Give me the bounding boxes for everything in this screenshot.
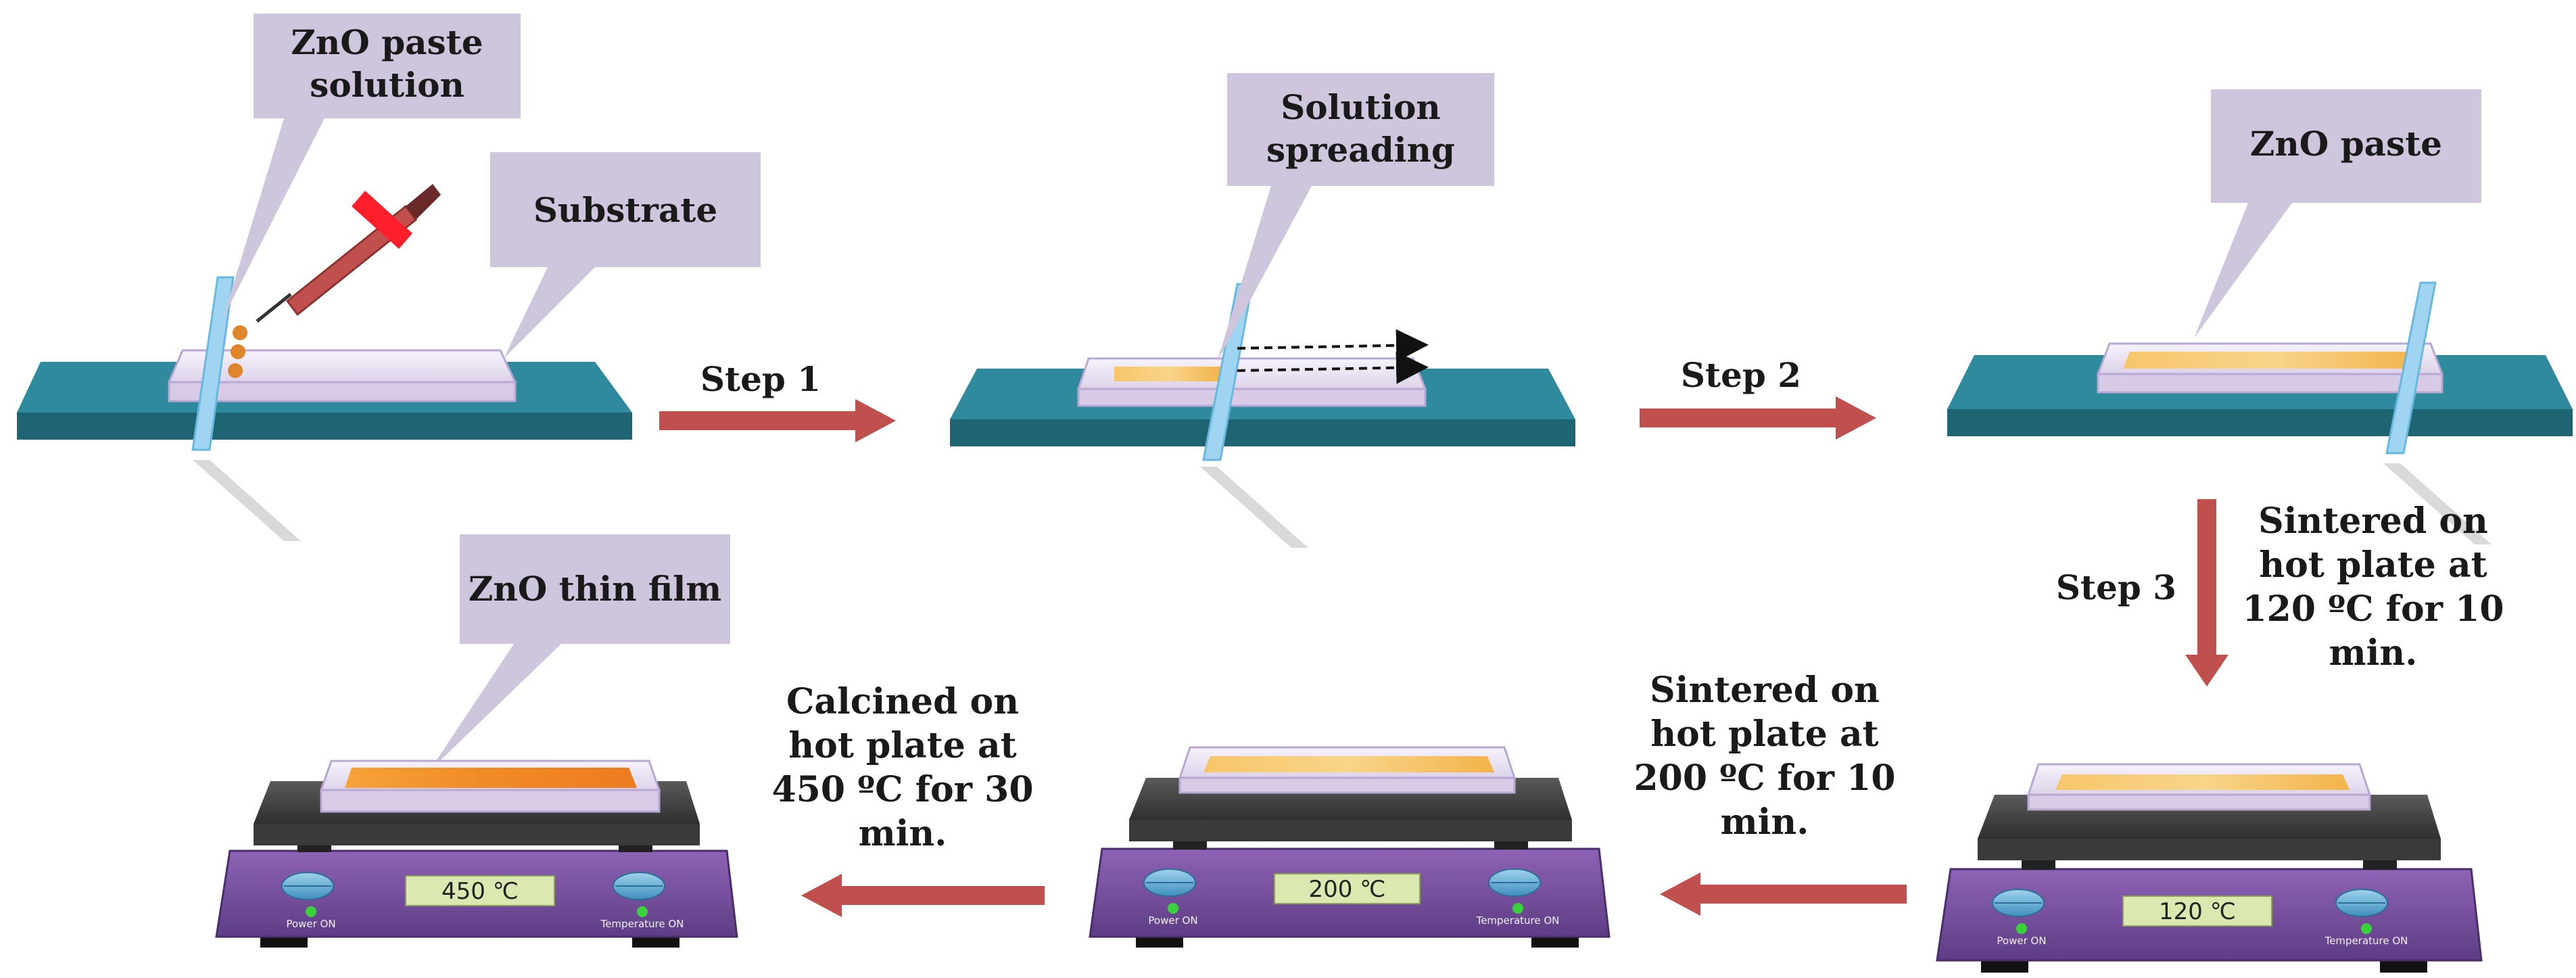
spreader-blade-2-shadow (1200, 467, 1308, 548)
step-1-label: Step 1 (700, 359, 821, 399)
step-1-arrow (659, 399, 896, 442)
paste-layer-3 (2123, 352, 2422, 369)
callout-label-zno-paste-solution: ZnO paste solution (291, 22, 483, 105)
spreader-blade-1 (191, 276, 235, 451)
calcine-450-description: Calcined on hot plate at 450 ºC for 30 m… (771, 681, 1034, 854)
step-2-arrow (1640, 396, 1876, 440)
substrate-2-edge (1077, 388, 1427, 407)
hotplate-450-display: 450 ℃ (442, 878, 519, 905)
callout-label-solution-spreading: Solution spreading (1266, 87, 1455, 170)
callout-zno-paste (2194, 89, 2481, 338)
spreading-direction-arrow (1237, 351, 1429, 384)
hotplate-200-temperature-label: Temperature ON (1476, 914, 1560, 927)
paste-droplet (233, 325, 247, 340)
hotplate-120-power-label: Power ON (1997, 935, 2047, 947)
spreader-blade-3 (2385, 281, 2437, 455)
platform-3-side (1947, 409, 2573, 436)
hotplate-200-display: 200 ℃ (1308, 876, 1386, 903)
callout-substrate (490, 152, 761, 358)
hotplate-120 (1936, 763, 2483, 973)
platform-2-side (950, 419, 1575, 446)
paste-droplet (228, 363, 243, 378)
scene-1 (17, 184, 632, 541)
hotplate-120-temperature-label: Temperature ON (2324, 935, 2408, 947)
hotplate-450 (215, 760, 738, 948)
arrow-to-200 (1660, 872, 1907, 916)
paste-droplet (231, 344, 245, 359)
hotplate-200 (1089, 746, 1611, 948)
hotplate-450-power-label: Power ON (286, 918, 336, 930)
paste-layer-2 (1114, 367, 1222, 381)
pipette-grip (352, 191, 412, 249)
spreading-direction-arrow (1237, 329, 1429, 362)
step-3-label: Step 3 (2055, 567, 2177, 607)
sinter-200-description: Sintered on hot plate at 200 ºC for 10 m… (1633, 670, 1896, 843)
hotplate-200-power-label: Power ON (1148, 914, 1198, 927)
callout-label-zno-thin-film: ZnO thin film (468, 569, 722, 609)
pipette-needle (256, 293, 292, 323)
platform-1-side (17, 413, 632, 440)
scene-2 (950, 283, 1575, 548)
arrow-to-450 (801, 874, 1045, 917)
callout-zno-paste-solution (223, 14, 521, 318)
scene-3 (1947, 281, 2573, 544)
hotplate-450-temperature-label: Temperature ON (600, 918, 684, 930)
callout-label-substrate: Substrate (533, 190, 718, 230)
callout-label-zno-paste: ZnO paste (2249, 124, 2443, 164)
callout-zno-thin-film (429, 534, 730, 771)
spreader-blade-1-shadow (193, 460, 301, 541)
substrate-3-edge (2097, 373, 2443, 394)
callout-solution-spreading (1217, 73, 1494, 362)
sinter-120-description: Sintered on hot plate at 120 ºC for 10 m… (2242, 500, 2504, 674)
substrate-1-edge (168, 381, 517, 402)
spreader-blade-3-shadow (2383, 463, 2491, 544)
step-2-label: Step 2 (1680, 355, 1802, 395)
hotplate-120-display: 120 ℃ (2159, 898, 2236, 925)
step-3-arrow (2185, 499, 2228, 686)
pipette-plunger (406, 184, 441, 220)
